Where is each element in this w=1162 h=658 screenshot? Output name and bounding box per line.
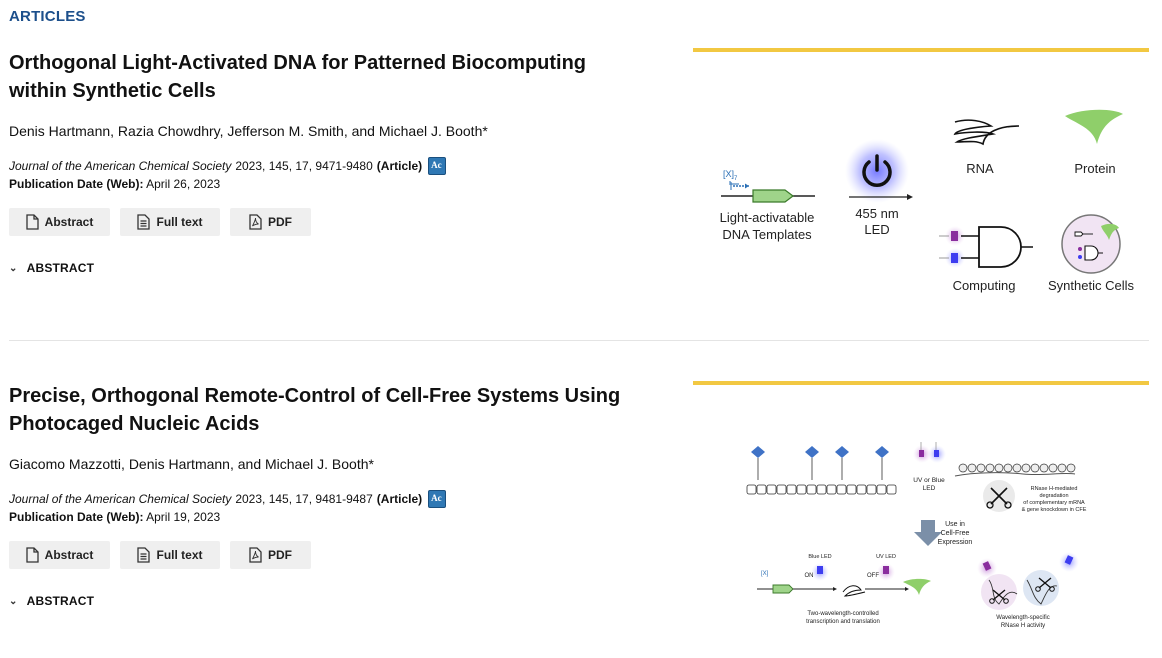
fulltext-button[interactable]: Full text (120, 541, 220, 569)
journal-name: Journal of the American Chemical Society (9, 159, 232, 173)
dna-template-icon: [X]7 (721, 169, 815, 203)
rna-label: RNA (966, 161, 994, 176)
pubdate-value: April 26, 2023 (146, 177, 221, 191)
article-type: (Article) (376, 492, 423, 506)
article-type: (Article) (376, 159, 423, 173)
led-power-icon (845, 139, 909, 203)
journal-line: Journal of the American Chemical Society… (9, 490, 447, 508)
two-wavelength-pathway: [X] (757, 563, 931, 597)
photocaged-dna-icon (746, 446, 897, 495)
abstract-toggle[interactable]: ⌄ ABSTRACT (9, 594, 95, 608)
blue-led-label: Blue LED (808, 554, 831, 560)
rnase-label-4: & gene knockdown in CFE (1022, 507, 1087, 513)
fulltext-button[interactable]: Full text (120, 208, 220, 236)
journal-badge-icon: Ac (428, 157, 447, 175)
citation: 2023, 145, 17, 9471-9480 (235, 159, 373, 173)
journal-name: Journal of the American Chemical Society (9, 492, 232, 506)
logic-gate-icon (939, 226, 1033, 268)
x7-label: [X]7 (723, 169, 738, 182)
wl-spec-label-1: Wavelength-specific (996, 615, 1049, 621)
use-label-1: Use in (945, 521, 965, 528)
article-authors: Giacomo Mazzotti, Denis Hartmann, and Mi… (9, 456, 374, 472)
document-icon (26, 214, 39, 230)
pubdate-label: Publication Date (Web): (9, 510, 144, 524)
led-label-1: 455 nm (855, 206, 898, 221)
pubdate-value: April 19, 2023 (146, 510, 221, 524)
use-label-3: Expression (938, 539, 973, 546)
uv-blue-led-icon (913, 442, 946, 463)
rna-dna-hybrid-icon (954, 463, 1076, 512)
pdf-icon (249, 547, 262, 563)
computing-label: Computing (953, 278, 1016, 293)
abstract-button[interactable]: Abstract (9, 541, 110, 569)
pdf-button[interactable]: PDF (230, 208, 311, 236)
template-label-1: Light-activatable (720, 210, 815, 225)
arrow-down-icon (914, 520, 942, 546)
publication-date: Publication Date (Web): April 26, 2023 (9, 177, 220, 191)
article-authors: Denis Hartmann, Razia Chowdhry, Jefferso… (9, 123, 488, 139)
protein-icon (1065, 109, 1123, 144)
abstract-button[interactable]: Abstract (9, 208, 110, 236)
toc-accent-bar (693, 48, 1149, 52)
synthetic-cells-label: Synthetic Cells (1048, 278, 1134, 293)
rnase-label-2: degradation (1039, 493, 1068, 499)
journal-line: Journal of the American Chemical Society… (9, 157, 447, 175)
chevron-down-icon: ⌄ (9, 595, 18, 607)
led-label-2: LED (864, 222, 889, 237)
synthetic-cell-icon (1061, 214, 1121, 274)
abstract-toggle[interactable]: ⌄ ABSTRACT (9, 261, 95, 275)
uv-blue-label-2: LED (923, 485, 936, 492)
pdf-button[interactable]: PDF (230, 541, 311, 569)
wl-spec-label-2: RNase H activity (1001, 623, 1045, 629)
pdf-icon (249, 214, 262, 230)
toc-graphic[interactable]: [X]7 Light-activatable DNA Templates (693, 56, 1149, 306)
rnase-label-3: of complementary mRNA (1023, 500, 1085, 506)
journal-badge-icon: Ac (428, 490, 447, 508)
article-title[interactable]: Precise, Orthogonal Remote-Control of Ce… (9, 385, 621, 435)
publication-date: Publication Date (Web): April 19, 2023 (9, 510, 220, 524)
use-label-2: Cell-Free (941, 530, 970, 537)
two-wl-label-2: transcription and translation (806, 619, 880, 625)
protein-label: Protein (1074, 161, 1115, 176)
on-label: ON (805, 573, 814, 579)
uv-blue-label-1: UV or Blue (913, 477, 945, 484)
document-icon (26, 547, 39, 563)
uv-led-label: UV LED (876, 554, 896, 560)
article-divider (9, 340, 1149, 341)
toc-accent-bar (693, 381, 1149, 385)
pubdate-label: Publication Date (Web): (9, 177, 144, 191)
chevron-down-icon: ⌄ (9, 262, 18, 274)
rnase-label-1: RNase H-mediated (1031, 486, 1078, 492)
template-label-2: DNA Templates (722, 227, 812, 242)
article-title[interactable]: Orthogonal Light-Activated DNA for Patte… (9, 52, 587, 102)
off-label: OFF (867, 573, 879, 579)
toc-graphic[interactable]: UV or Blue LED RNase H-mediated degradat… (693, 392, 1149, 642)
fulltext-icon (137, 214, 151, 230)
rna-icon (953, 119, 1020, 146)
citation: 2023, 145, 17, 9481-9487 (235, 492, 373, 506)
fulltext-icon (137, 547, 151, 563)
section-title: ARTICLES (9, 8, 86, 25)
x7-label-2: [X] (761, 571, 769, 577)
two-wl-label-1: Two-wavelength-controlled (807, 611, 878, 617)
rnase-activity-icon (977, 552, 1079, 610)
